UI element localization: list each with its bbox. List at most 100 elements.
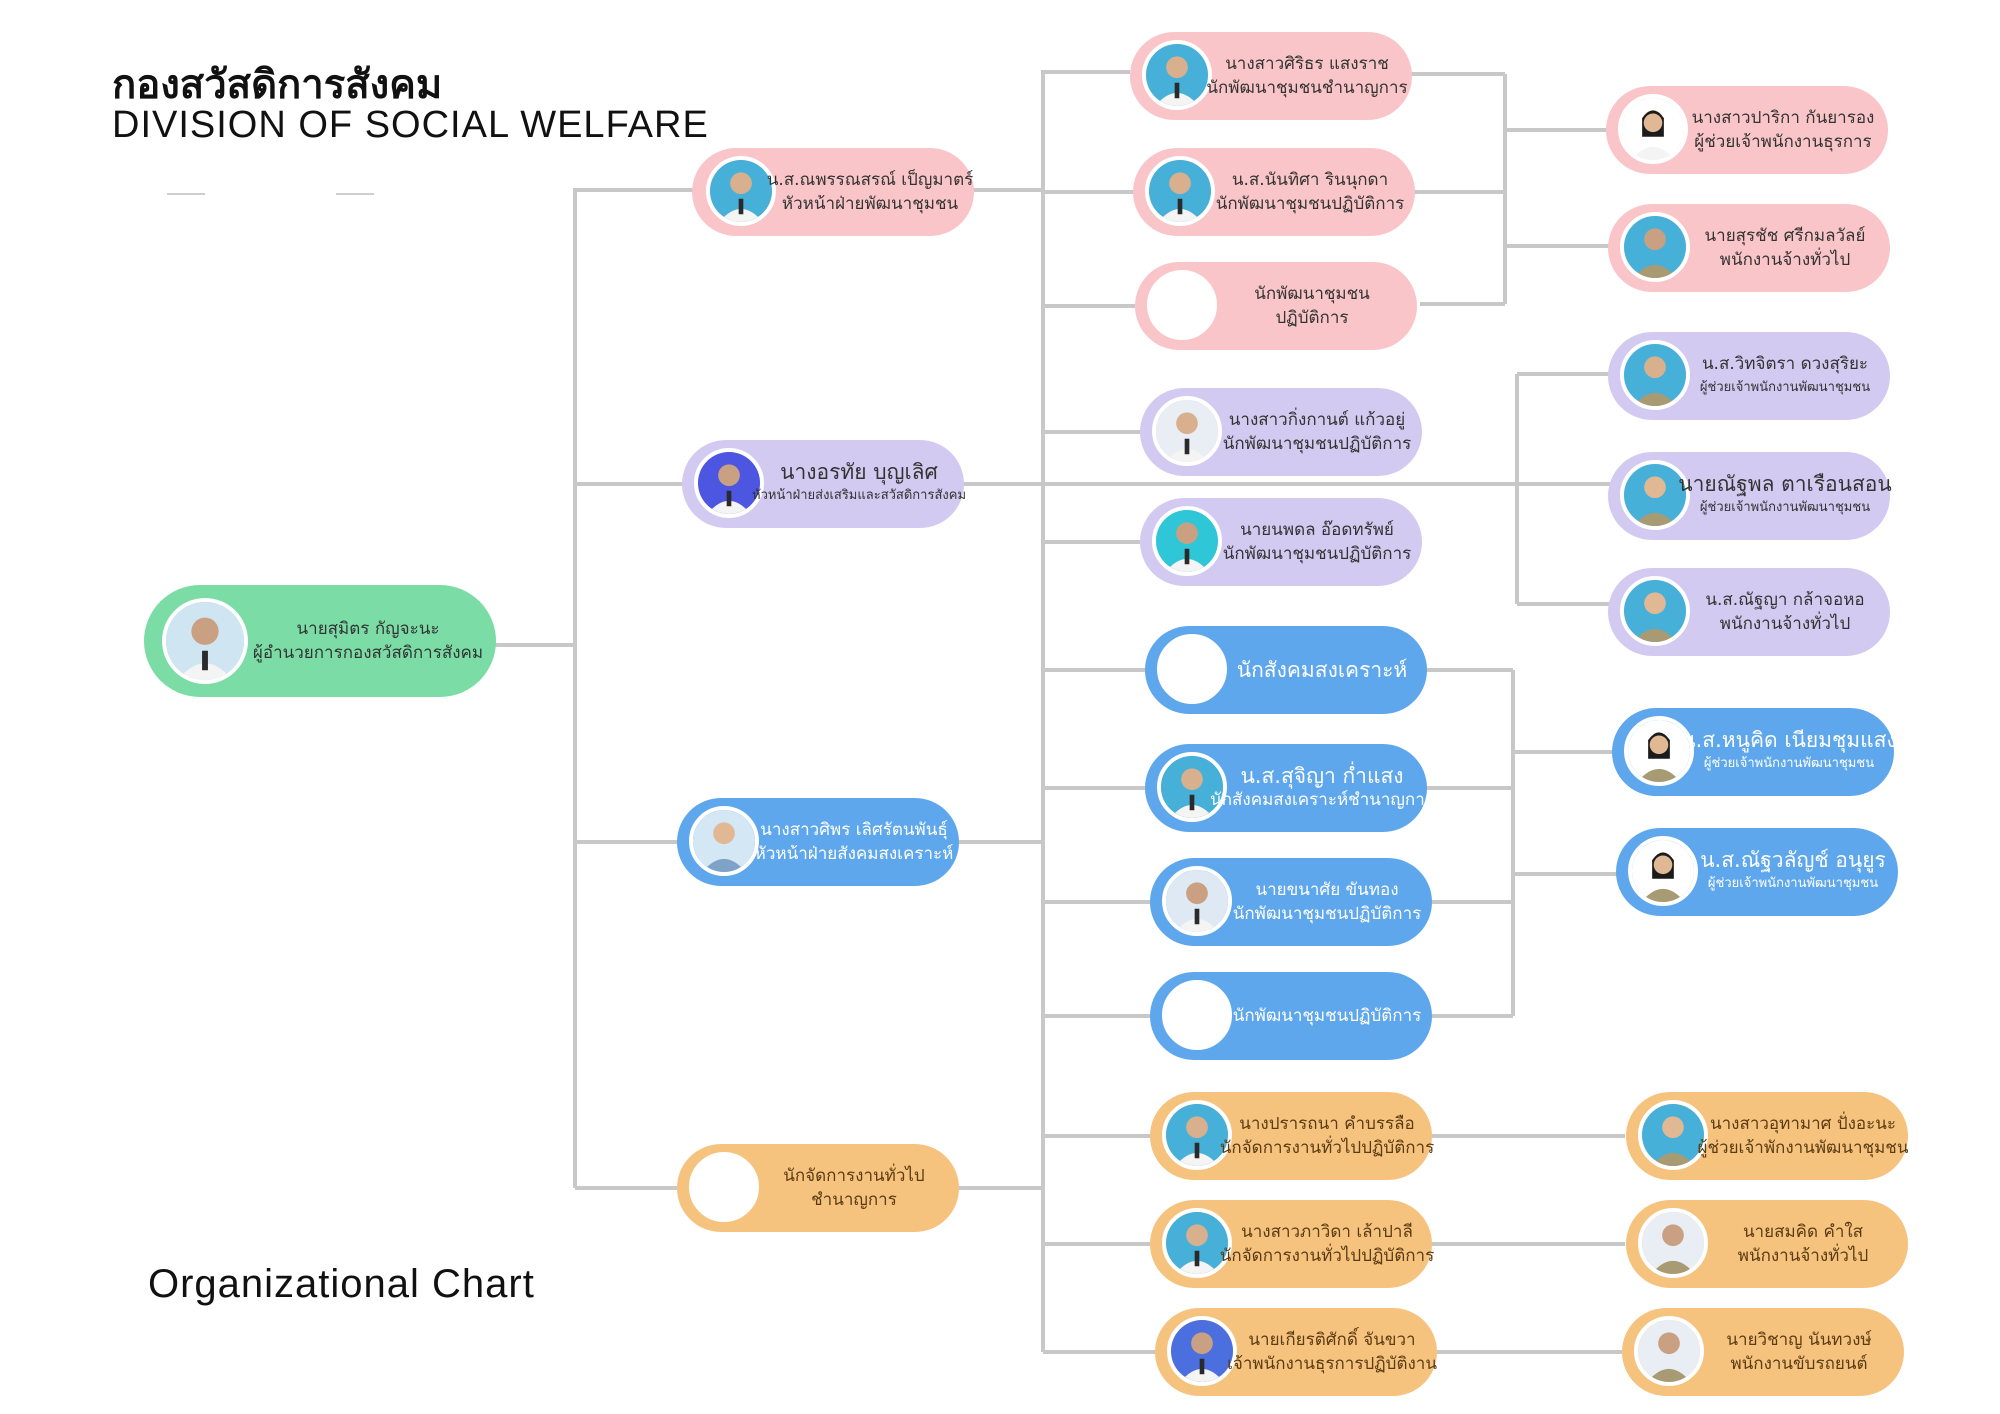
person-name: นางสาวปาริกา กันยารอง	[1691, 108, 1875, 128]
person-photo-icon	[1145, 156, 1215, 226]
person-title: นักพัฒนาชุมชนปฏิบัติการ	[1222, 544, 1412, 564]
assistant-node: น.ส.หนูคิด เนียมชุมแสง ผู้ช่วยเจ้าพนักงา…	[1612, 708, 1897, 796]
person-title: พนักงานจ้างทั่วไป	[1719, 250, 1851, 270]
person-photo-icon	[706, 156, 776, 226]
person-photo-placeholder-icon	[689, 1152, 759, 1222]
chart-label: Organizational Chart	[148, 1262, 535, 1306]
person-title: พนักงานขับรถยนต์	[1730, 1354, 1868, 1374]
person-title: นักสังคมสงเคราะห์ชำนาญการ	[1210, 790, 1434, 810]
assistant-node: นายณัฐพล ตาเรือนสอน ผู้ช่วยเจ้าพนักงานพั…	[1608, 452, 1892, 540]
assistant-node: นางสาวอุทามาศ ปั่งอะนะ ผู้ช่วยเจ้าพักงาน…	[1626, 1092, 1908, 1180]
page-title-english: DIVISION OF SOCIAL WELFARE	[112, 104, 709, 146]
person-photo-icon	[1152, 506, 1222, 576]
person-name: น.ส.ณัฐวลัญช์ อนุยูร	[1700, 848, 1886, 872]
person-name: นางสาวศิพร เลิศรัตนพันธุ์	[760, 820, 948, 840]
staff-node: นางสาวภาวิดา เล้าปาลี นักจัดการงานทั่วไป…	[1150, 1200, 1435, 1288]
assistant-node: นายวิชาญ นันทวงษ์ พนักงานขับรถยนต์	[1622, 1308, 1904, 1396]
person-title: หัวหน้าฝ่ายส่งเสริมและสวัสดิการสังคม	[752, 488, 967, 503]
staff-node: นักพัฒนาชุมชน ปฏิบัติการ	[1135, 262, 1417, 350]
person-name: นางสาวอุทามาศ ปั่งอะนะ	[1709, 1114, 1897, 1134]
person-photo-icon	[1162, 1208, 1232, 1278]
person-photo-icon	[1620, 460, 1690, 530]
person-title: หัวหน้าฝ่ายสังคมสงเคราะห์	[754, 844, 954, 864]
person-name: น.ส.ณัฐญา กล้าจอหอ	[1705, 590, 1865, 610]
person-title: พนักงานจ้างทั่วไป	[1719, 614, 1851, 634]
person-photo-icon	[1624, 716, 1694, 786]
person-title: ผู้อำนวยการกองสวัสดิการสังคม	[252, 643, 484, 663]
assistant-node: นายสมคิด คำใส พนักงานจ้างทั่วไป	[1626, 1200, 1908, 1288]
person-name: นางสาวกิ่งกานต์ แก้วอยู่	[1228, 410, 1406, 430]
staff-node: นายนพดล อ๊อดทรัพย์ นักพัฒนาชุมชนปฏิบัติก…	[1140, 498, 1422, 586]
position-title: ปฏิบัติการ	[1275, 308, 1349, 328]
staff-node: นางสาวกิ่งกานต์ แก้วอยู่ นักพัฒนาชุมชนปฏ…	[1140, 388, 1422, 476]
person-name: นายสมคิด คำใส	[1742, 1222, 1864, 1242]
person-title: ผู้ช่วยเจ้าพักงานพัฒนาชุมชน	[1697, 1138, 1909, 1158]
person-name: นายเกียรติศักดิ์ จันขวา	[1248, 1330, 1416, 1350]
person-name: นางสาวภาวิดา เล้าปาลี	[1241, 1222, 1413, 1242]
person-title: นักจัดการงานทั่วไปปฏิบัติการ	[1219, 1246, 1435, 1266]
person-photo-icon	[1167, 1316, 1237, 1386]
head-node: น.ส.ณพรรณสรณ์ เป็ญมาตร์ หัวหน้าฝ่ายพัฒนา…	[692, 148, 974, 236]
assistant-node: น.ส.ณัฐญา กล้าจอหอ พนักงานจ้างทั่วไป	[1608, 568, 1890, 656]
person-photo-icon	[1152, 396, 1222, 466]
assistant-node: น.ส.วิทจิตรา ดวงสุริยะ ผู้ช่วยเจ้าพนักงา…	[1608, 332, 1890, 420]
person-name: นายสุรชัช ศรีกมลวัลย์	[1704, 226, 1866, 246]
position-title: ชำนาญการ	[811, 1190, 897, 1210]
person-title: ผู้ช่วยเจ้าพนักงานพัฒนาชุมชน	[1703, 756, 1875, 771]
director-node: นายสุมิตร กัญจะนะ ผู้อำนวยการกองสวัสดิกา…	[144, 585, 496, 697]
person-title: นักพัฒนาชุมชนชำนาญการ	[1206, 78, 1408, 98]
person-photo-placeholder-icon	[1162, 980, 1232, 1050]
person-photo-placeholder-icon	[1147, 270, 1217, 340]
person-photo-icon	[689, 806, 759, 876]
staff-node: นายขนาศัย ขันทอง นักพัฒนาชุมชนปฏิบัติการ	[1150, 858, 1432, 946]
person-name: นายขนาศัย ขันทอง	[1255, 880, 1399, 900]
person-photo-icon	[1142, 40, 1212, 110]
person-name: น.ส.สุจิญา ก่ำแสง	[1240, 764, 1404, 788]
person-name: นายณัฐพล ตาเรือนสอน	[1678, 472, 1892, 496]
person-photo-icon	[1157, 752, 1227, 822]
staff-node: นางปรารถนา คำบรรลือ นักจัดการงานทั่วไปปฏ…	[1150, 1092, 1434, 1180]
divider	[167, 193, 205, 195]
person-photo-icon	[1638, 1208, 1708, 1278]
person-photo-icon	[1162, 1100, 1232, 1170]
person-photo-icon	[1162, 866, 1232, 936]
person-name: น.ส.หนูคิด เนียมชุมแสง	[1681, 728, 1897, 752]
person-name: นางสาวศิริธร แสงราช	[1225, 54, 1389, 74]
person-title: เจ้าพนักงานธุรการปฏิบัติงาน	[1227, 1354, 1437, 1374]
person-title: ผู้ช่วยเจ้าพนักงานพัฒนาชุมชน	[1699, 380, 1871, 395]
staff-node: นักสังคมสงเคราะห์	[1145, 626, 1427, 714]
staff-node: นางสาวศิริธร แสงราช นักพัฒนาชุมชนชำนาญกา…	[1130, 32, 1412, 120]
person-photo-icon	[694, 448, 764, 518]
person-title: ผู้ช่วยเจ้าพนักงานธุรการ	[1694, 132, 1872, 152]
person-title: นักพัฒนาชุมชนปฏิบัติการ	[1215, 194, 1405, 214]
person-photo-placeholder-icon	[1157, 634, 1227, 704]
person-photo-icon	[1618, 94, 1688, 164]
person-title: ผู้ช่วยเจ้าพนักงานพัฒนาชุมชน	[1699, 500, 1871, 515]
head-node: นางสาวศิพร เลิศรัตนพันธุ์ หัวหน้าฝ่ายสัง…	[677, 798, 959, 886]
person-photo-icon	[162, 598, 248, 684]
person-photo-icon	[1620, 340, 1690, 410]
position-name: นักพัฒนาชุมชน	[1254, 284, 1370, 304]
person-title: หัวหน้าฝ่ายพัฒนาชุมชน	[781, 194, 959, 214]
page-title-thai: กองสวัสดิการสังคม	[112, 62, 443, 108]
person-name: นางปรารถนา คำบรรลือ	[1239, 1114, 1415, 1134]
assistant-node: น.ส.ณัฐวลัญช์ อนุยูร ผู้ช่วยเจ้าพนักงานพ…	[1616, 828, 1898, 916]
person-photo-icon	[1620, 212, 1690, 282]
person-photo-icon	[1634, 1316, 1704, 1386]
staff-node: น.ส.นันทิศา รินนุกดา นักพัฒนาชุมชนปฏิบัต…	[1133, 148, 1415, 236]
position-name: นักจัดการงานทั่วไป	[783, 1166, 925, 1186]
head-node: นักจัดการงานทั่วไป ชำนาญการ	[677, 1144, 959, 1232]
person-name: นางอรทัย บุญเลิศ	[780, 460, 938, 484]
position-name: นักพัฒนาชุมชนปฏิบัติการ	[1232, 1006, 1422, 1026]
person-photo-icon	[1628, 836, 1698, 906]
person-title: พนักงานจ้างทั่วไป	[1737, 1246, 1869, 1266]
assistant-node: นายสุรชัช ศรีกมลวัลย์ พนักงานจ้างทั่วไป	[1608, 204, 1890, 292]
person-photo-icon	[1638, 1100, 1708, 1170]
person-name: น.ส.ณพรรณสรณ์ เป็ญมาตร์	[766, 170, 974, 190]
assistant-node: นางสาวปาริกา กันยารอง ผู้ช่วยเจ้าพนักงาน…	[1606, 86, 1888, 174]
staff-node: นายเกียรติศักดิ์ จันขวา เจ้าพนักงานธุรกา…	[1155, 1308, 1437, 1396]
person-title: นักพัฒนาชุมชนปฏิบัติการ	[1222, 434, 1412, 454]
person-name: น.ส.วิทจิตรา ดวงสุริยะ	[1701, 354, 1869, 374]
staff-node: นักพัฒนาชุมชนปฏิบัติการ	[1150, 972, 1432, 1060]
